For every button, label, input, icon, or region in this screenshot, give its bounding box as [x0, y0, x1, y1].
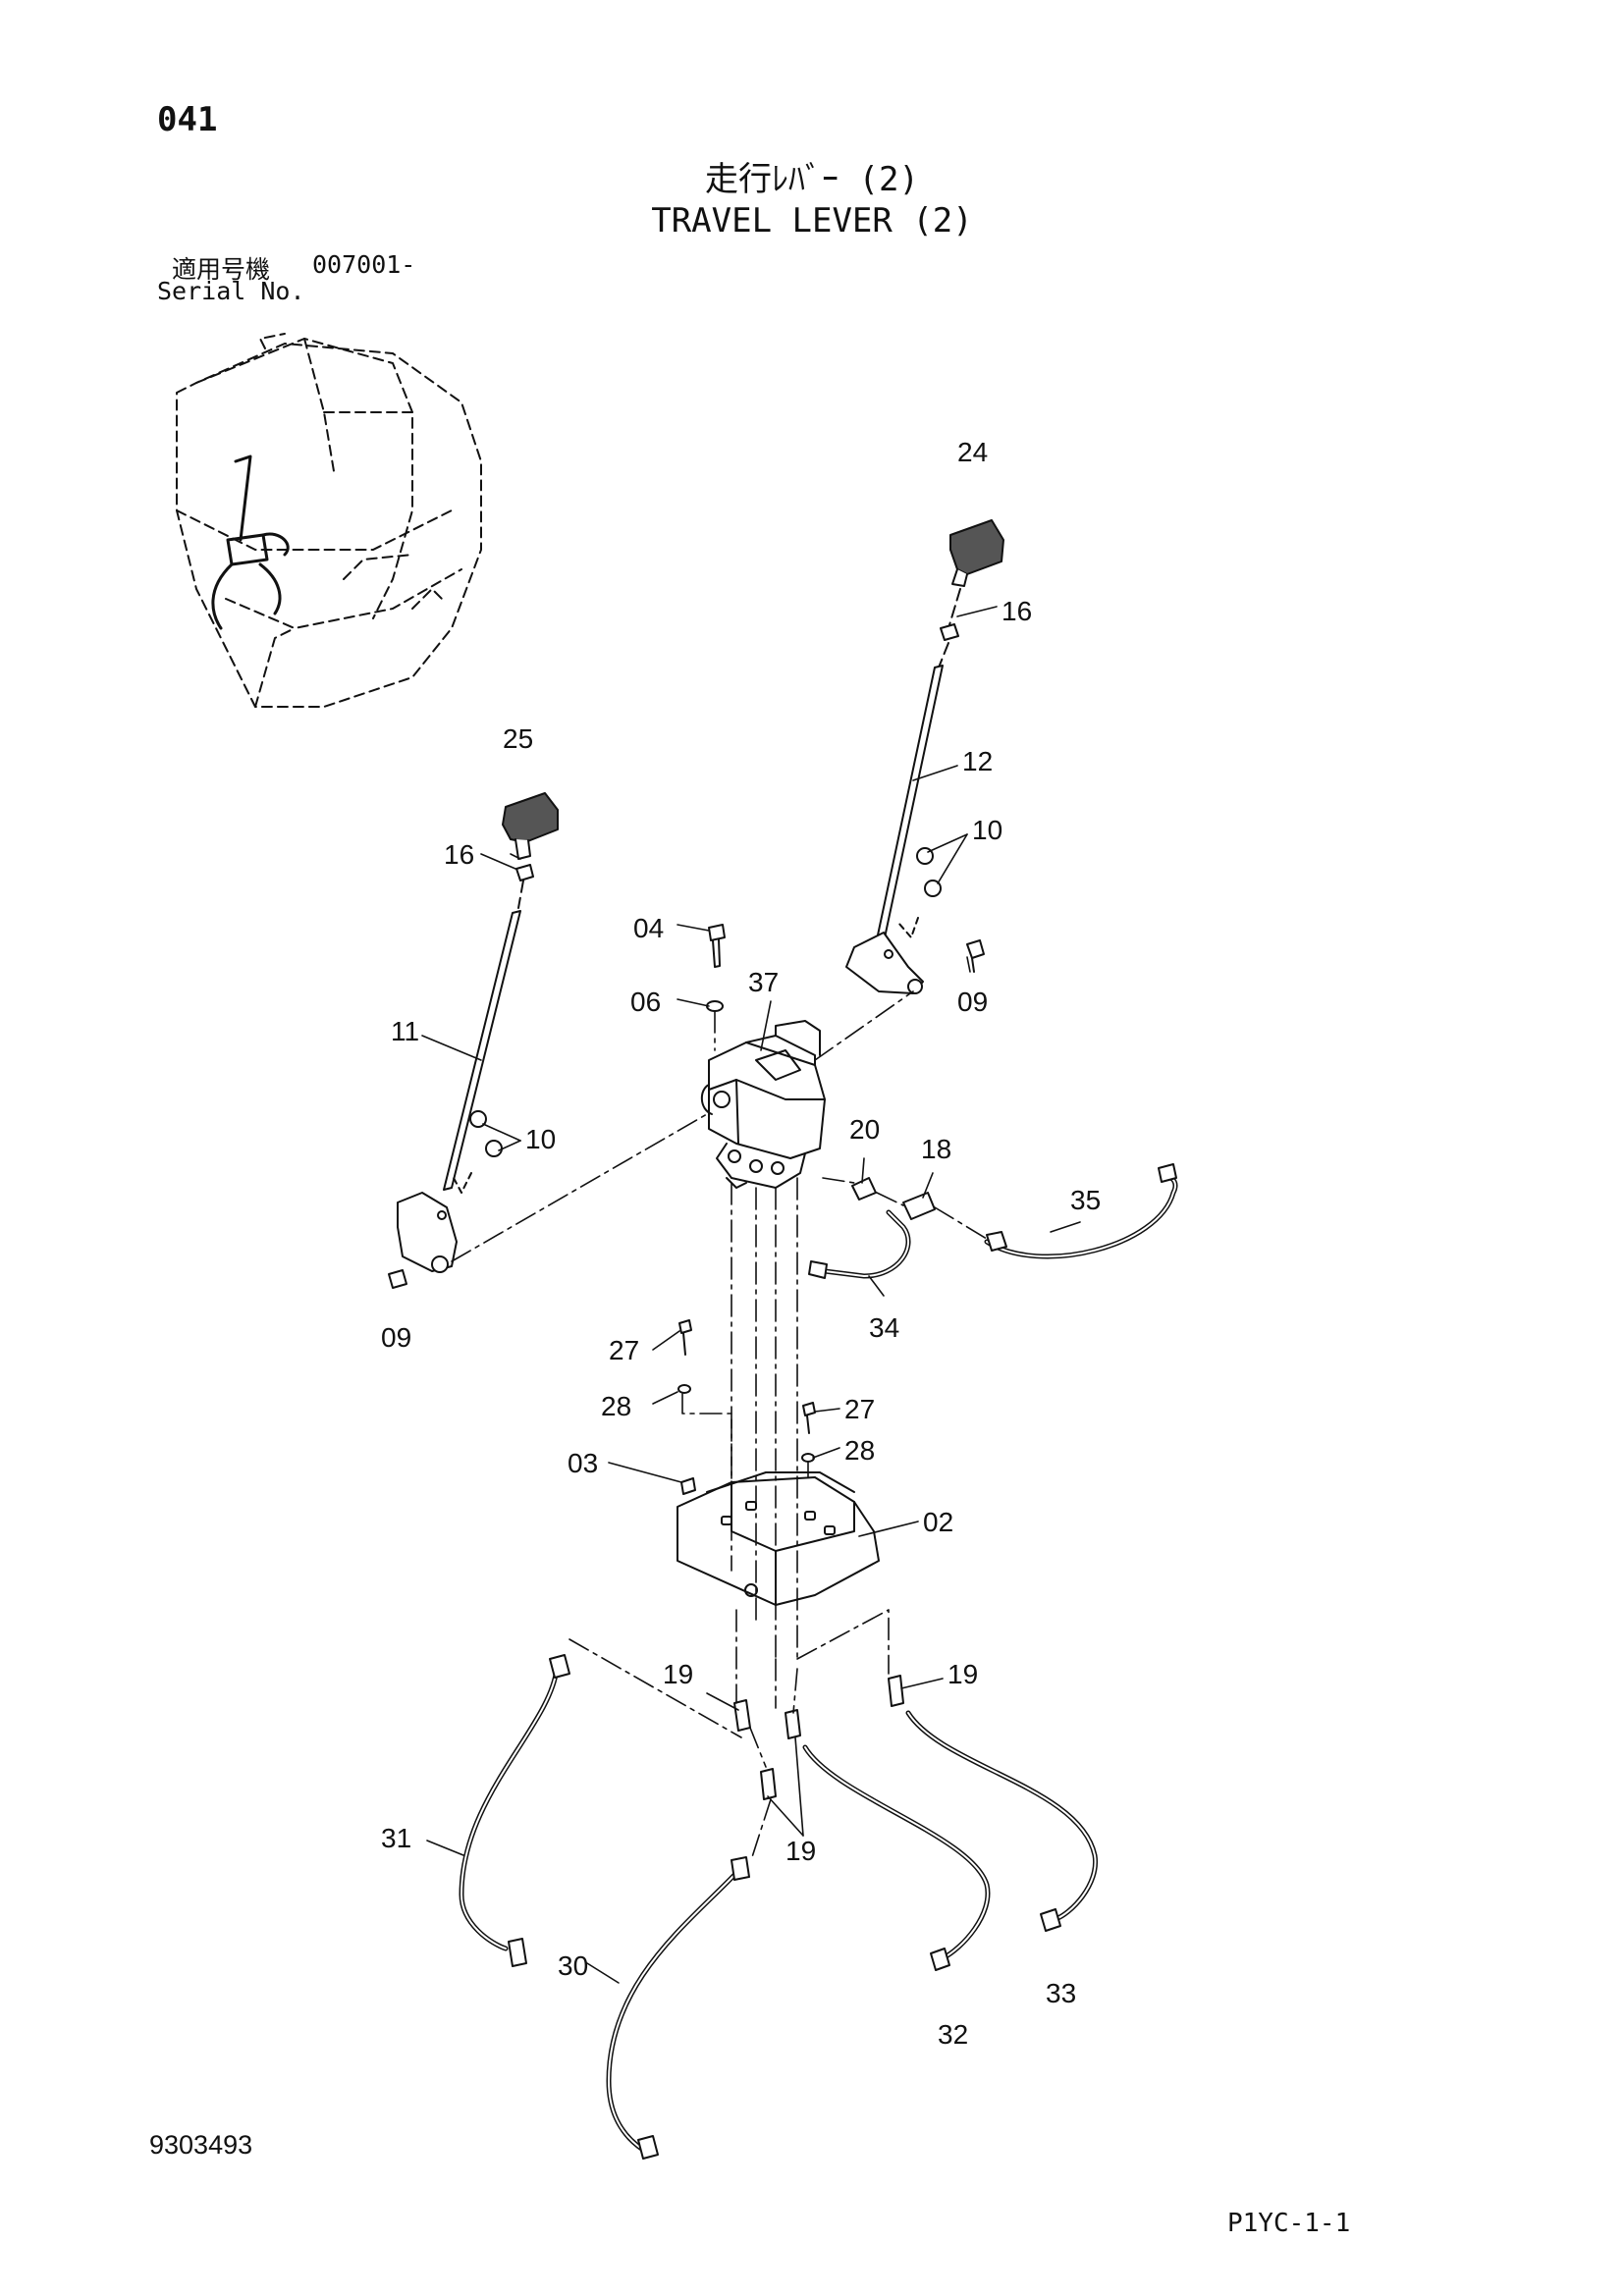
- nut-16-right: [940, 623, 959, 641]
- sheet-code: P1YC-1-1: [1227, 2209, 1351, 2238]
- dashline: [517, 880, 524, 909]
- callout-06: 06: [630, 987, 661, 1017]
- callout-10-right: 10: [972, 815, 1002, 845]
- callout-35: 35: [1070, 1185, 1101, 1215]
- callout-09-left: 09: [381, 1322, 411, 1353]
- knob-24: [949, 519, 1004, 587]
- callout-19-center: 19: [785, 1836, 816, 1866]
- callout-18: 18: [921, 1134, 951, 1164]
- screws-10-right: [897, 847, 942, 938]
- callout-11: 11: [391, 1016, 419, 1046]
- callout-34: 34: [869, 1312, 899, 1343]
- page-number: 041: [157, 100, 218, 139]
- callout-03: 03: [568, 1448, 598, 1478]
- callout-25: 25: [503, 723, 533, 754]
- document-number: 9303493: [149, 2130, 253, 2160]
- callout-16-left: 16: [444, 839, 474, 870]
- bolt-09-right: [966, 939, 985, 973]
- callout-27-right: 27: [844, 1394, 875, 1424]
- callout-33: 33: [1046, 1978, 1076, 2008]
- callout-19-left: 19: [663, 1659, 693, 1689]
- knob-25: [502, 792, 559, 860]
- serial-label-japanese: 適用号機: [172, 255, 271, 284]
- callout-04: 04: [633, 913, 664, 943]
- callout-37: 37: [748, 967, 779, 997]
- callout-19-right: 19: [947, 1659, 978, 1689]
- hose-34: [808, 1209, 911, 1279]
- washer-28-left: [677, 1384, 691, 1394]
- callout-30: 30: [558, 1950, 588, 1981]
- callout-10-left: 10: [525, 1124, 556, 1154]
- bolt-27-right: [802, 1402, 816, 1434]
- nut-16-left: [515, 864, 534, 881]
- hose-35: [984, 1163, 1178, 1259]
- callout-09-right: 09: [957, 987, 988, 1017]
- thumbnail-highlighted-lever: [211, 454, 290, 630]
- hose-33: [905, 1710, 1098, 1932]
- bolt-04: [708, 924, 726, 968]
- leader-lines: [421, 606, 1081, 1984]
- stand-02: [677, 1471, 880, 1606]
- callout-labels: 24 16 12 10 25 16 04 37 09 06 11 10 20 1…: [381, 437, 1101, 2050]
- lever-12: [845, 665, 944, 994]
- assembly-centerlines: [451, 990, 988, 1861]
- callout-28-right: 28: [844, 1435, 875, 1466]
- hose-32: [802, 1744, 991, 1971]
- title-japanese: 走行ﾚﾊﾞｰ (2): [705, 160, 919, 199]
- callout-24: 24: [957, 437, 988, 467]
- hose-30: [606, 1856, 750, 2160]
- callout-32: 32: [938, 2019, 968, 2050]
- fitting-20: [851, 1177, 877, 1201]
- callout-31: 31: [381, 1823, 411, 1853]
- lever-11: [397, 910, 521, 1273]
- callout-20: 20: [849, 1114, 880, 1145]
- pilot-valve-37: [700, 1020, 826, 1189]
- title-english: TRAVEL LEVER (2): [651, 201, 973, 240]
- hose-31: [459, 1654, 570, 1967]
- bolt-09-left: [388, 1269, 407, 1289]
- fitting-18: [902, 1192, 936, 1220]
- bolt-03: [680, 1477, 696, 1495]
- screws-10-left: [453, 1110, 503, 1194]
- dashline: [947, 588, 961, 629]
- callout-27-left: 27: [609, 1335, 639, 1365]
- dashline: [938, 642, 949, 668]
- serial-label-english: Serial No.: [157, 277, 305, 305]
- callout-28-left: 28: [601, 1391, 631, 1421]
- serial-range: 007001-: [312, 250, 416, 279]
- cab-location-thumbnail: [176, 333, 482, 708]
- callout-12: 12: [962, 746, 993, 776]
- callout-02: 02: [923, 1507, 953, 1537]
- bolt-27-left: [678, 1319, 692, 1356]
- fittings-19: [733, 1675, 904, 1800]
- callout-16-right: 16: [1001, 596, 1032, 626]
